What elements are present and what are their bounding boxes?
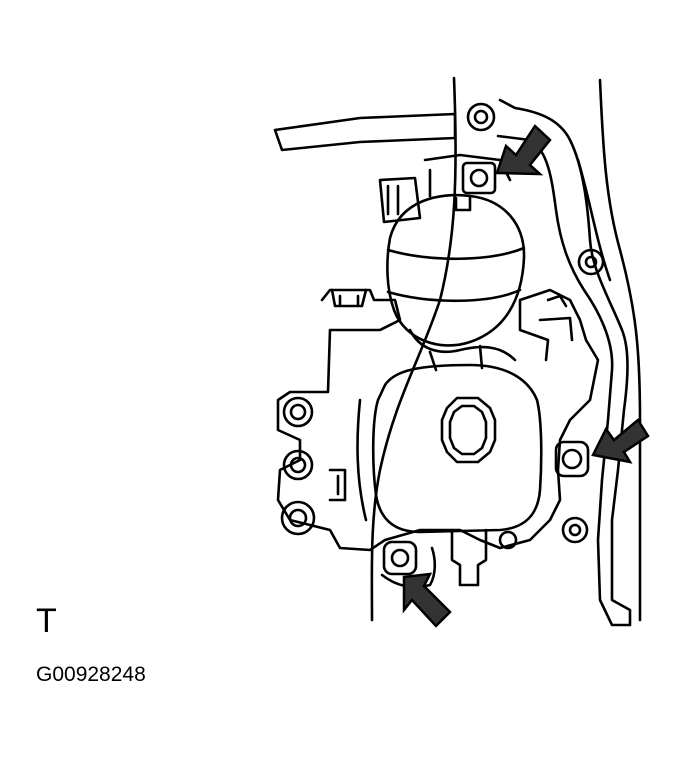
bolt-icon <box>577 248 605 276</box>
shaft-socket <box>440 396 497 464</box>
housing-curve-left <box>356 398 368 522</box>
pump-housing <box>371 363 543 534</box>
view-label: T <box>36 602 57 640</box>
cable-line <box>370 76 457 622</box>
body-panel-outline <box>598 78 642 622</box>
accumulator-cap <box>454 196 472 212</box>
bolt-icon <box>466 102 496 132</box>
bolt-icon <box>382 540 418 576</box>
upper-wedge-plate <box>273 112 457 152</box>
figure-code: G00928248 <box>36 663 146 686</box>
accumulator-seam <box>386 246 526 303</box>
outlet-fitting <box>450 528 488 587</box>
bracket-outline <box>496 98 632 627</box>
bolt-icon <box>282 396 314 428</box>
bolt-icon <box>280 500 316 536</box>
inner-bracket-line <box>576 158 612 282</box>
housing-detail-right <box>538 294 574 342</box>
valve-body <box>276 288 600 552</box>
bolt-icon <box>561 516 589 544</box>
connector-block-left <box>330 288 368 308</box>
connector-bracket <box>423 153 512 198</box>
accumulator-sphere <box>386 193 526 347</box>
bolt-icon <box>498 530 518 550</box>
bolt-icon <box>282 449 314 481</box>
bolt-icon <box>461 161 497 195</box>
lower-left-detail <box>328 468 347 502</box>
arrow-pointer-icon <box>495 124 552 176</box>
bolt-icon <box>554 440 590 478</box>
lower-hose <box>380 546 437 589</box>
electrical-connector <box>378 176 422 224</box>
arrow-pointer-icon <box>402 572 452 628</box>
arrow-pointer-icon <box>591 418 650 464</box>
